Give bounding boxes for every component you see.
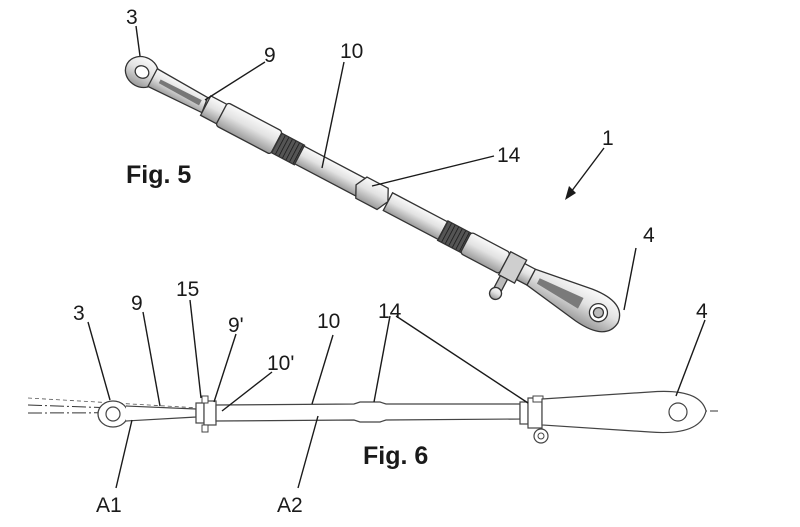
fig6-rod-assembly [27,390,719,444]
fig6-label-3: 3 [73,302,85,325]
fig5-label-1: 1 [602,127,614,150]
fig6-caption: Fig. 6 [363,442,428,470]
fig6-label-10: 10 [317,310,340,333]
fig5-leader-lines [135,25,637,311]
fig5-clamp [488,250,537,301]
fig5-eye-end-3 [124,55,209,114]
fig6-eye-end-3 [97,400,197,428]
fig6-label-4: 4 [696,300,708,323]
fig5-labels: 3 9 10 14 1 4 Fig. 5 [126,6,655,247]
fig5-label-10: 10 [340,40,363,63]
fig5-label-4: 4 [643,224,655,247]
fig6-leader-lines [87,299,706,489]
fig6-label-10-prime: 10' [267,352,294,375]
fig6-labels: 3 9 15 9' 10 14 4 10' A1 A2 Fig. 6 [73,278,708,517]
fig5-label-3: 3 [126,6,138,29]
fig6-collar-15 [195,395,217,433]
fig6-tube-10 [215,401,521,423]
fig6-label-14: 14 [378,300,402,323]
fig6-clamp-14 [519,395,549,444]
fig6-label-15: 15 [176,278,199,301]
fig6-label-9: 9 [131,292,143,315]
fig6-label-9-prime: 9' [228,314,244,337]
fig6-label-a2: A2 [277,494,303,517]
fig5-label-9: 9 [264,44,276,67]
fig5-hex-14 [355,176,389,211]
fig6-eye-end-4 [541,390,707,434]
fig5-label-14: 14 [497,144,521,167]
fig5-caption: Fig. 5 [126,161,191,189]
fig6-label-a1: A1 [96,494,122,517]
fig5-collar-9 [199,94,283,154]
fig5-eye-end-4 [526,268,621,333]
fig5-rod-assembly [124,55,621,333]
